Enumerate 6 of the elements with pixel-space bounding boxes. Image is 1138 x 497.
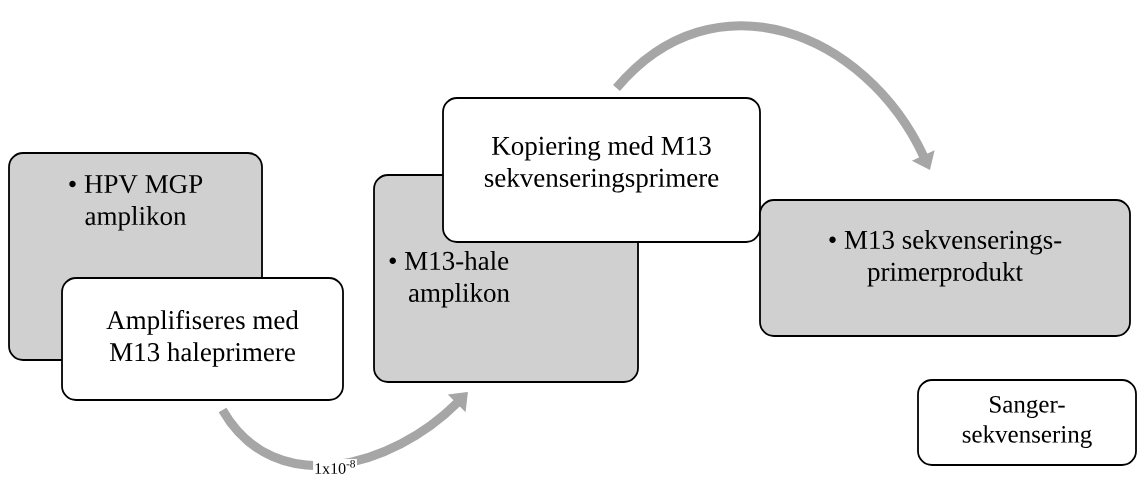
- process-box: Kopiering med M13 sekvenseringsprimere: [442, 97, 761, 243]
- curved-arrow: [218, 392, 468, 471]
- edge-label: 1x10$^{-8}$: [315, 460, 355, 474]
- process-box: • M13 sekvenserings-primerprodukt: [759, 199, 1131, 337]
- process-box: Sanger-sekvensering: [917, 379, 1137, 466]
- process-box: Amplifiseres med M13 haleprimere: [61, 277, 344, 401]
